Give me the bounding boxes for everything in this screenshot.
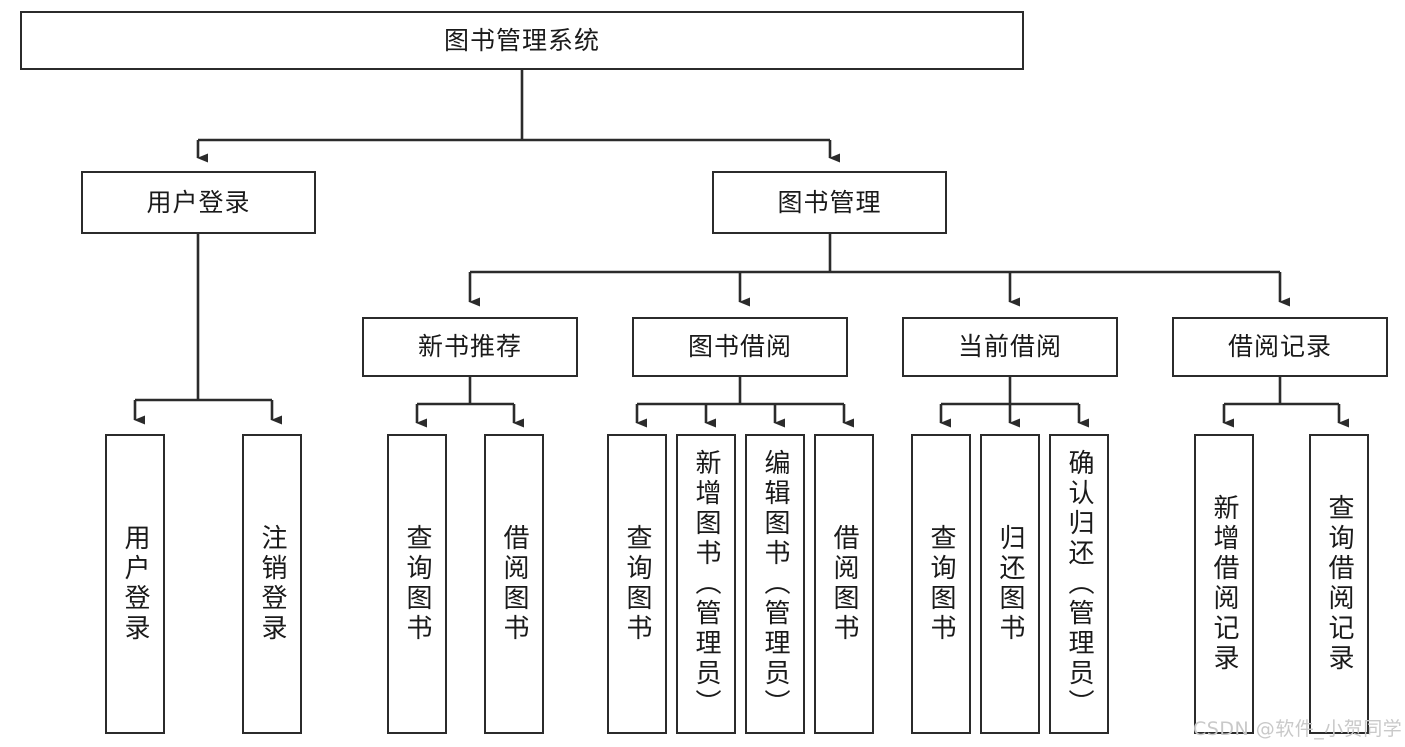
node-leaf-edit-book-admin[interactable]: 编辑图书（管理员） [745,434,805,734]
node-label: 图书管理 [777,187,882,217]
node-leaf-return-book[interactable]: 归还图书 [980,434,1040,734]
node-label: 借阅图书 [829,524,859,644]
node-label: 编辑图书（管理员） [760,449,790,719]
node-borrow-record[interactable]: 借阅记录 [1172,317,1388,377]
node-leaf-logout-login[interactable]: 注销登录 [242,434,302,734]
node-leaf-confirm-return-admin[interactable]: 确认归还（管理员） [1049,434,1109,734]
node-label: 确认归还（管理员） [1064,449,1094,719]
node-label: 新增图书（管理员） [691,449,721,719]
node-label: 用户登录 [120,524,150,644]
node-user-login[interactable]: 用户登录 [81,171,316,234]
node-label: 借阅记录 [1227,332,1332,361]
node-current-borrow[interactable]: 当前借阅 [902,317,1118,377]
node-leaf-user-login[interactable]: 用户登录 [105,434,165,734]
node-leaf-borrow-book-borrow[interactable]: 借阅图书 [814,434,874,734]
node-label: 归还图书 [995,524,1025,644]
node-label: 图书借阅 [687,332,792,361]
node-label: 注销登录 [257,524,287,644]
node-leaf-add-book-admin[interactable]: 新增图书（管理员） [676,434,736,734]
node-new-book-recommend[interactable]: 新书推荐 [362,317,578,377]
node-leaf-query-book-borrow[interactable]: 查询图书 [607,434,667,734]
node-book-borrow[interactable]: 图书借阅 [632,317,848,377]
node-leaf-query-book-current[interactable]: 查询图书 [911,434,971,734]
node-label: 借阅图书 [499,524,529,644]
node-leaf-borrow-book-recommend[interactable]: 借阅图书 [484,434,544,734]
csdn-watermark: CSDN @软件_小贺同学 [1193,718,1403,740]
node-label: 新书推荐 [417,332,522,361]
node-root-book-management-system[interactable]: 图书管理系统 [20,11,1024,70]
node-label: 当前借阅 [957,332,1062,361]
node-leaf-query-borrow-record[interactable]: 查询借阅记录 [1309,434,1369,734]
node-label: 图书管理系统 [443,25,600,55]
node-label: 查询图书 [926,524,956,644]
node-label: 查询借阅记录 [1324,494,1354,674]
node-label: 新增借阅记录 [1209,494,1239,674]
node-leaf-query-book-recommend[interactable]: 查询图书 [387,434,447,734]
node-label: 查询图书 [402,524,432,644]
node-label: 查询图书 [622,524,652,644]
node-leaf-add-borrow-record[interactable]: 新增借阅记录 [1194,434,1254,734]
node-label: 用户登录 [146,187,251,217]
node-book-manage[interactable]: 图书管理 [712,171,947,234]
